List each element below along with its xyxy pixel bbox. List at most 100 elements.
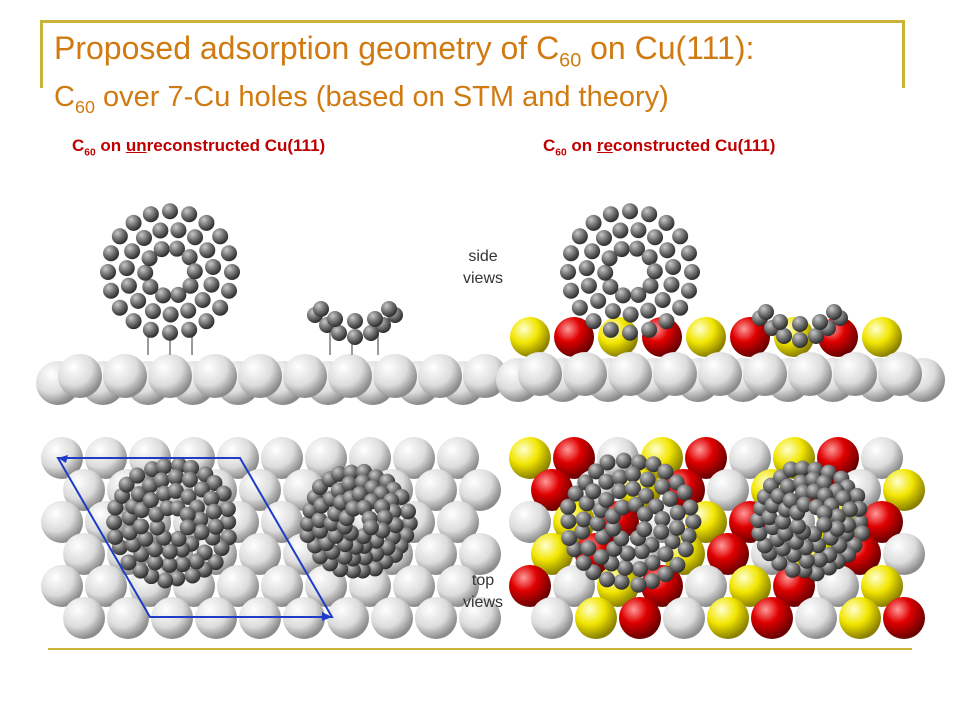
copper-atom <box>833 352 877 396</box>
copper-atom <box>817 565 859 607</box>
carbon-atom <box>816 505 833 522</box>
carbon-atom <box>641 249 658 266</box>
carbon-atom <box>662 490 679 507</box>
carbon-atom <box>756 537 773 554</box>
carbon-atom <box>181 249 198 266</box>
carbon-atom <box>331 325 347 341</box>
carbon-atom <box>142 492 159 509</box>
copper-atom <box>63 533 105 575</box>
carbon-atom <box>192 511 209 528</box>
carbon-atom <box>146 541 163 558</box>
copper-atom <box>418 354 462 398</box>
carbon-atom <box>142 278 159 295</box>
carbon-atom <box>180 302 197 319</box>
red-atom <box>685 437 727 479</box>
copper-atom <box>878 352 922 396</box>
yellow-atom <box>839 597 881 639</box>
copper-atom <box>327 597 369 639</box>
carbon-atom <box>356 549 373 566</box>
carbon-atom <box>641 321 658 338</box>
carbon-atom <box>206 474 223 491</box>
carbon-atom <box>622 306 639 323</box>
carbon-atom <box>203 490 220 507</box>
carbon-atom <box>207 518 224 535</box>
carbon-atom <box>219 501 236 518</box>
carbon-atom <box>220 282 237 299</box>
carbon-atom <box>590 292 607 309</box>
side-view-unreconstructed <box>36 203 507 405</box>
carbon-atom <box>625 480 642 497</box>
carbon-atom <box>779 478 796 495</box>
carbon-atom <box>181 471 198 488</box>
copper-atom <box>393 437 435 479</box>
carbon-atom <box>829 508 846 525</box>
carbon-atom <box>212 228 229 245</box>
copper-atom <box>608 352 652 396</box>
carbon-atom <box>776 328 792 344</box>
yellow-atom <box>729 565 771 607</box>
carbon-atom <box>849 487 866 504</box>
carbon-atom <box>657 463 674 480</box>
carbon-atom <box>669 556 686 573</box>
carbon-atom <box>130 292 147 309</box>
carbon-atom <box>181 321 198 338</box>
carbon-atom <box>598 473 615 490</box>
carbon-atom <box>118 260 135 277</box>
carbon-atom <box>617 559 634 576</box>
copper-atom <box>653 352 697 396</box>
carbon-atom <box>120 277 137 294</box>
carbon-atom <box>120 554 137 571</box>
carbon-atom <box>646 263 663 280</box>
carbon-atom <box>630 454 647 471</box>
carbon-atom <box>829 520 846 537</box>
carbon-atom <box>664 533 681 550</box>
carbon-atom <box>580 277 597 294</box>
copper-atom <box>193 354 237 398</box>
carbon-atom <box>183 459 200 476</box>
carbon-atom <box>653 523 670 540</box>
carbon-atom <box>680 282 697 299</box>
copper-atom <box>531 597 573 639</box>
carbon-atom <box>181 206 198 223</box>
carbon-atom <box>684 264 700 280</box>
carbon-atom <box>601 250 618 267</box>
copper-atom <box>63 469 105 511</box>
carbon-atom <box>798 552 815 569</box>
carbon-atom <box>611 469 628 486</box>
carbon-atom <box>144 303 161 320</box>
carbon-atom <box>644 554 661 571</box>
copper-atom <box>217 565 259 607</box>
copper-atom <box>283 354 327 398</box>
carbon-atom <box>575 554 592 571</box>
carbon-atom <box>170 286 187 303</box>
copper-atom <box>328 354 372 398</box>
carbon-atom <box>174 556 191 573</box>
carbon-atom <box>363 325 379 341</box>
top-view-reconstructed <box>509 437 925 639</box>
carbon-atom <box>668 519 685 536</box>
carbon-atom <box>630 222 647 239</box>
carbon-atom <box>381 301 397 317</box>
copper-atom <box>861 437 903 479</box>
carbon-atom <box>792 332 808 348</box>
frame-left-line <box>40 20 43 88</box>
carbon-atom <box>142 206 159 223</box>
carbon-atom <box>789 518 806 535</box>
carbon-atom <box>808 565 825 582</box>
copper-atom <box>415 469 457 511</box>
carbon-atom <box>347 329 363 345</box>
carbon-atom <box>599 454 616 471</box>
copper-atom <box>663 597 705 639</box>
carbon-atom <box>311 512 328 529</box>
carbon-atom <box>135 229 152 246</box>
carbon-atom <box>347 313 363 329</box>
copper-atom <box>563 352 607 396</box>
carbon-atom <box>103 282 120 299</box>
copper-atom <box>63 597 105 639</box>
red-atom <box>730 317 770 357</box>
carbon-atom <box>170 530 187 547</box>
copper-atom <box>261 437 303 479</box>
carbon-atom <box>622 203 638 220</box>
slide-title: Proposed adsorption geometry of C60 on C… <box>54 28 914 124</box>
side-view-reconstructed <box>496 203 945 402</box>
